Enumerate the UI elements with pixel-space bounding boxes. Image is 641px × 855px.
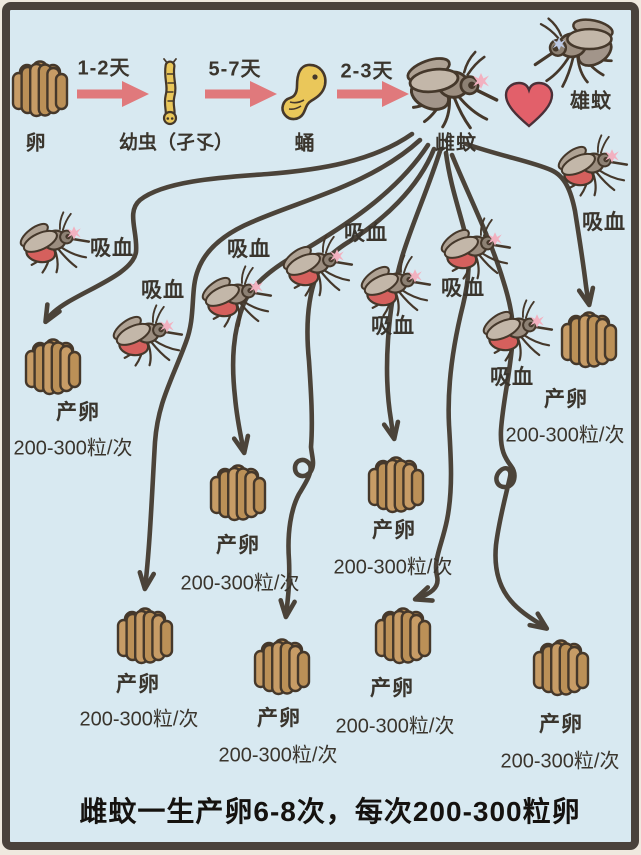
amount-label: 200-300粒/次 (335, 715, 455, 738)
stage-label-female: 雌蚊 (435, 132, 477, 155)
stage-label-male: 雄蚊 (570, 90, 612, 113)
curved-flow-arrow (463, 141, 596, 308)
suck-label: 吸血 (441, 277, 485, 300)
lay-label: 产卵 (257, 707, 301, 730)
amount-label: 200-300粒/次 (333, 556, 453, 579)
lay-label: 产卵 (370, 677, 414, 700)
lay-label: 产卵 (544, 388, 588, 411)
curved-flow-arrow (137, 137, 423, 592)
lay-label: 产卵 (216, 534, 260, 557)
poster-title: 雌蚊一生产卵6-8次，每次200-300粒卵 (79, 796, 581, 827)
curved-flow-arrow (43, 131, 415, 325)
amount-label: 200-300粒/次 (79, 708, 199, 731)
amount-label: 200-300粒/次 (505, 424, 625, 447)
lay-label: 产卵 (56, 401, 100, 424)
stage-label-larva: 幼虫（孑孓） (118, 132, 234, 154)
amount-label: 200-300粒/次 (180, 572, 300, 595)
stage-label-egg: 卵 (25, 132, 47, 155)
amount-label: 200-300粒/次 (500, 750, 620, 773)
lay-label: 产卵 (539, 713, 583, 736)
amount-label: 200-300粒/次 (13, 437, 133, 460)
curved-flow-arrow (449, 152, 550, 631)
duration-label: 5-7天 (208, 58, 262, 81)
duration-label: 1-2天 (77, 57, 131, 80)
stage-label-pupa: 蛹 (294, 132, 316, 155)
duration-label: 2-3天 (340, 60, 394, 83)
curved-flow-arrow (381, 148, 443, 442)
suck-label: 吸血 (141, 279, 185, 302)
suck-label: 吸血 (490, 366, 534, 389)
poster-background (5, 5, 636, 847)
suck-label: 吸血 (371, 315, 415, 338)
lay-label: 产卵 (372, 519, 416, 542)
suck-label: 吸血 (90, 237, 134, 260)
suck-label: 吸血 (344, 222, 388, 245)
amount-label: 200-300粒/次 (218, 744, 338, 767)
lay-label: 产卵 (116, 673, 160, 696)
suck-label: 吸血 (582, 211, 626, 234)
suck-label: 吸血 (227, 238, 271, 261)
